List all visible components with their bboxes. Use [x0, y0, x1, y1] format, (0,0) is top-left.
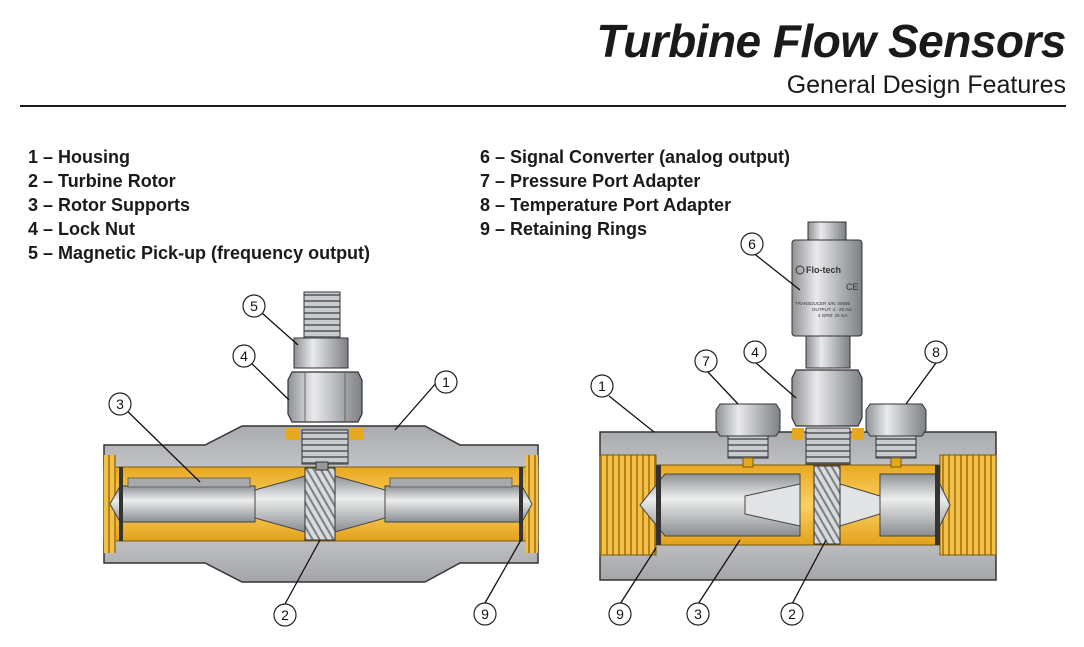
- svg-text:3: 3: [116, 396, 124, 412]
- converter-stem: [805, 427, 851, 465]
- legend-item: 6 – Signal Converter (analog output): [480, 147, 791, 167]
- left-sensor: [103, 291, 539, 583]
- legend-item: 1 – Housing: [28, 147, 131, 167]
- callout-3: 3: [108, 392, 132, 416]
- left-rotor-support: [384, 485, 533, 523]
- svg-text:1: 1: [442, 374, 450, 390]
- svg-text:2: 2: [281, 607, 289, 623]
- callout-3: 3: [686, 602, 710, 626]
- callout-7: 7: [694, 349, 718, 373]
- right-callouts: 6 7 4 8 1 9 3 2: [590, 232, 948, 626]
- callout-9: 9: [473, 602, 497, 626]
- right-sensor: Flo-tech CE TRANSDUCER S/N: 00006 OUTPUT…: [599, 221, 997, 581]
- right-gold-seat: [852, 428, 864, 440]
- left-pickup-connector: [303, 291, 341, 339]
- callout-5: 5: [242, 294, 266, 318]
- converter-output: OUTPUT: 4 - 20 mA: [812, 307, 852, 312]
- left-lock-nut: [287, 371, 363, 423]
- header-divider: [20, 105, 1066, 107]
- page-subtitle: General Design Features: [786, 71, 1066, 99]
- converter-range: 4 GPM: 20 mA: [818, 313, 848, 318]
- right-retaining-ring: [656, 465, 661, 545]
- legend-item: 3 – Rotor Supports: [28, 195, 191, 215]
- callout-4: 4: [232, 344, 256, 368]
- left-retaining-ring: [119, 467, 123, 541]
- legend-item: 8 – Temperature Port Adapter: [480, 195, 732, 215]
- svg-text:8: 8: [932, 344, 940, 360]
- svg-text:6: 6: [748, 236, 756, 252]
- flo-tech-logo-icon: [795, 265, 805, 275]
- left-pickup-tip: [315, 461, 329, 471]
- svg-text:9: 9: [481, 606, 489, 622]
- right-rotor-support: [639, 473, 801, 537]
- left-gold-seat: [350, 428, 364, 440]
- callout-1: 1: [434, 370, 458, 394]
- legend-item: 2 – Turbine Rotor: [28, 171, 176, 191]
- legend-item: 9 – Retaining Rings: [480, 219, 648, 239]
- left-support-vane: [389, 477, 513, 488]
- legend-item: 4 – Lock Nut: [28, 219, 136, 239]
- callout-1: 1: [590, 374, 614, 398]
- left-pickup-stem: [301, 429, 349, 465]
- ce-mark: CE: [846, 282, 859, 292]
- callout-2: 2: [273, 603, 297, 627]
- svg-text:2: 2: [788, 606, 796, 622]
- callout-6: 6: [740, 232, 764, 256]
- svg-text:4: 4: [240, 348, 248, 364]
- right-gold-seat: [792, 428, 804, 440]
- left-callouts: 5 4 3 1 2 9: [108, 294, 522, 627]
- svg-text:3: 3: [694, 606, 702, 622]
- legend-right: 6 – Signal Converter (analog output) 7 –…: [480, 145, 790, 241]
- right-lock-nut: [791, 369, 863, 427]
- right-rotor-hub: [744, 483, 801, 527]
- callout-2: 2: [780, 602, 804, 626]
- svg-text:1: 1: [598, 378, 606, 394]
- legend-left: 1 – Housing 2 – Turbine Rotor 3 – Rotor …: [28, 145, 370, 265]
- temperature-port-pin: [890, 457, 902, 468]
- right-turbine-rotor: [813, 465, 841, 545]
- callout-8: 8: [924, 340, 948, 364]
- svg-text:9: 9: [616, 606, 624, 622]
- svg-text:4: 4: [751, 344, 759, 360]
- page-title: Turbine Flow Sensors: [596, 15, 1066, 67]
- callout-9: 9: [608, 602, 632, 626]
- converter-serial: TRANSDUCER S/N: 00006: [795, 301, 851, 306]
- left-support-vane: [127, 477, 251, 488]
- legend-item: 7 – Pressure Port Adapter: [480, 171, 701, 191]
- right-rotor-support: [879, 473, 951, 537]
- pressure-port-nut: [715, 403, 781, 437]
- svg-text:5: 5: [250, 298, 258, 314]
- svg-text:7: 7: [702, 353, 710, 369]
- left-turbine-rotor: [304, 467, 336, 541]
- left-rotor-support: [109, 485, 256, 523]
- right-end-thread: [939, 454, 997, 556]
- pressure-port-pin: [742, 457, 754, 468]
- converter-brand: Flo-tech: [806, 265, 841, 275]
- left-gold-seat: [286, 428, 300, 440]
- temperature-port-nut: [865, 403, 927, 437]
- left-pickup-collar: [293, 337, 349, 369]
- signal-converter-cap: [807, 221, 847, 241]
- right-retaining-ring: [935, 465, 940, 545]
- legend-item: 5 – Magnetic Pick-up (frequency output): [28, 243, 371, 263]
- converter-collar: [805, 335, 851, 369]
- callout-4: 4: [743, 340, 767, 364]
- left-retaining-ring: [519, 467, 523, 541]
